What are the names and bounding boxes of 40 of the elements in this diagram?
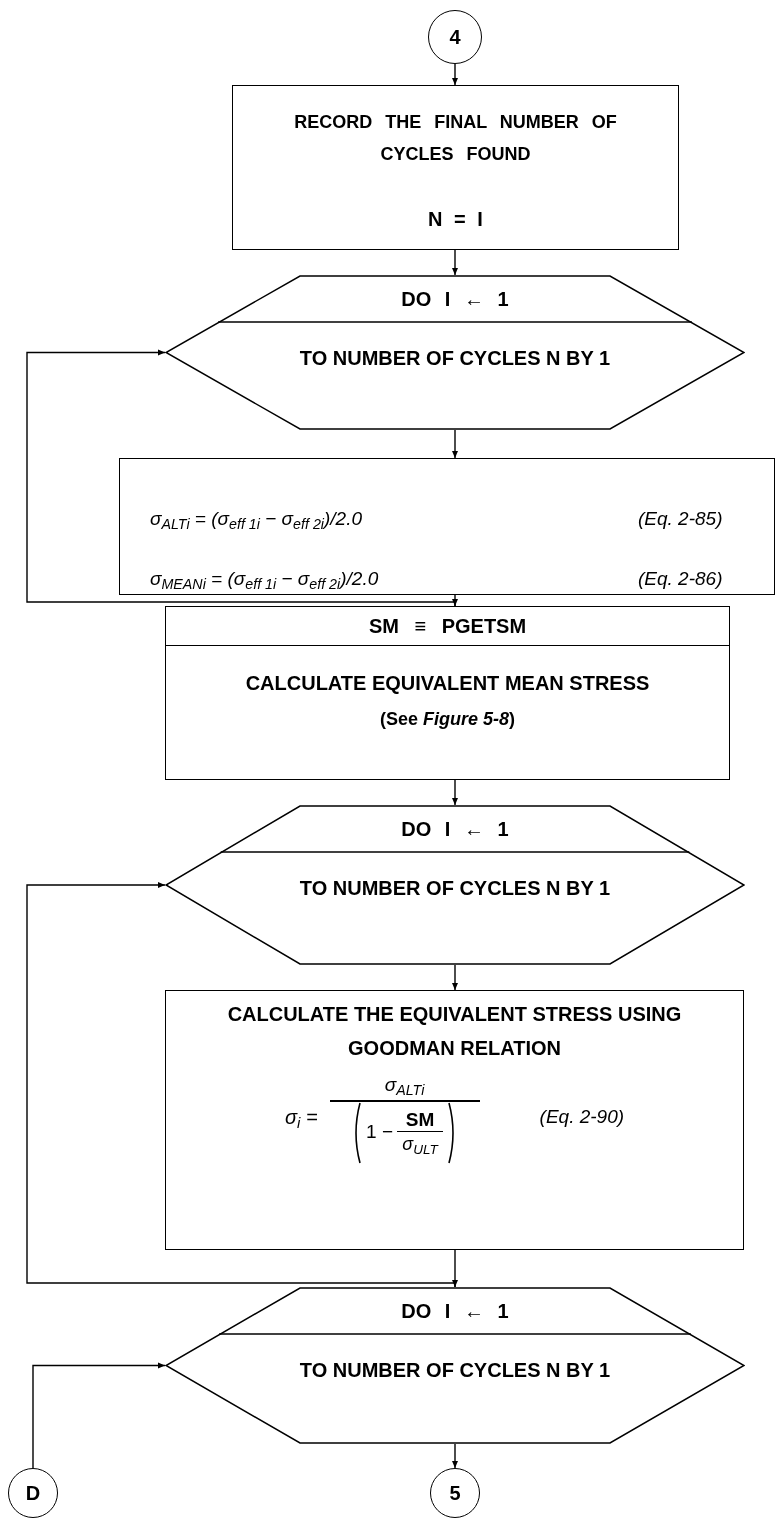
loop-init-text: DO I ← 1 bbox=[401, 1298, 509, 1324]
arrow bbox=[452, 63, 458, 86]
loop-range-text: TO NUMBER OF CYCLES N BY 1 bbox=[299, 876, 611, 901]
process-box bbox=[119, 458, 775, 595]
fraction-denominator: σ$_{ULT}$ bbox=[402, 1133, 438, 1157]
arrow bbox=[452, 249, 458, 276]
arrow bbox=[452, 779, 458, 806]
fraction-numerator: SM bbox=[405, 1108, 435, 1131]
process-box bbox=[165, 606, 730, 780]
loop-range-text: TO NUMBER OF CYCLES N BY 1 bbox=[299, 346, 611, 371]
equation-reference: (Eq. 2-85) bbox=[638, 508, 723, 529]
equation-text: σ$_{ALT}$$_{i}$ = (σ$_{eff 1}$$_{i}$ − σ$_{eff 2}$$_{i}$)/2.0 bbox=[150, 508, 362, 529]
assignment-text: SM ≡ PGETSM bbox=[368, 614, 527, 639]
arrow bbox=[452, 1443, 458, 1469]
connector-label: 5 bbox=[449, 1481, 461, 1506]
equation-text: σ$_{MEAN}$$_{i}$ = (σ$_{eff 1}$$_{i}$ − σ$_{eff 2}$$_{i}$)/2.0 bbox=[150, 568, 379, 589]
loop-range-text: TO NUMBER OF CYCLES N BY 1 bbox=[299, 1358, 611, 1383]
equation-reference: (Eq. 2-86) bbox=[638, 568, 723, 589]
step-text: RECORD THE FINAL NUMBER OF CYCLES FOUND bbox=[293, 111, 618, 166]
connector-label: D bbox=[25, 1481, 41, 1506]
equation-reference: (Eq. 2-90) bbox=[539, 1105, 625, 1129]
process-box bbox=[232, 85, 679, 250]
arrow bbox=[452, 429, 458, 459]
equation-text: 1 − bbox=[366, 1120, 394, 1145]
arrow bbox=[26, 349, 456, 607]
loop-hexagon bbox=[165, 275, 745, 430]
reference-text: (See Figure 5-8) bbox=[379, 708, 516, 731]
loop-init-text: DO I ← 1 bbox=[401, 816, 509, 842]
step-text: CALCULATE THE EQUIVALENT STRESS USING GOODMAN RELATION bbox=[226, 1002, 683, 1061]
loop-hexagon bbox=[165, 1287, 745, 1444]
arrow bbox=[452, 964, 458, 991]
equation-text: σ$_{i}$ = bbox=[284, 1105, 318, 1133]
connector-label: 4 bbox=[449, 25, 461, 50]
process-box bbox=[165, 990, 744, 1250]
arrow bbox=[26, 882, 456, 1288]
arrow bbox=[32, 1362, 166, 1469]
step-text: CALCULATE EQUIVALENT MEAN STRESS bbox=[245, 671, 650, 696]
loop-init-text: DO I ← 1 bbox=[401, 286, 509, 312]
loop-hexagon bbox=[165, 805, 745, 965]
equation-text: N = I bbox=[428, 207, 483, 232]
